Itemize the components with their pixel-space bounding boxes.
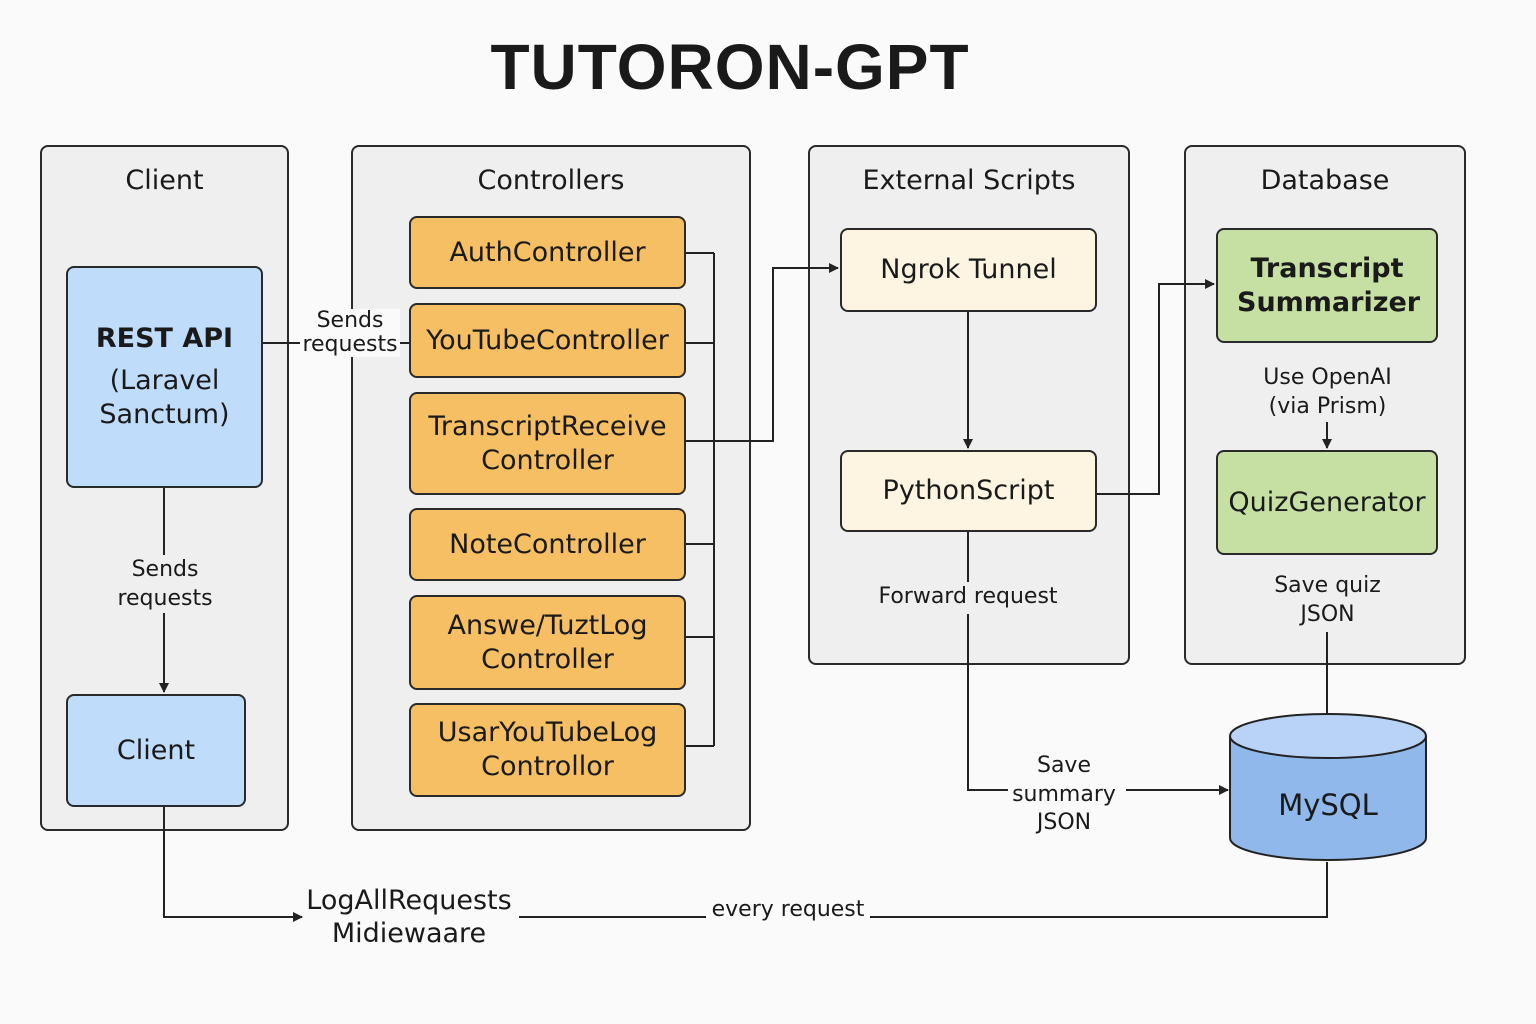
save-summary-label: Save summary JSON	[1008, 752, 1120, 838]
sends-requests-down-label: Sends requests	[105, 556, 225, 614]
quiz-generator-box: QuizGenerator	[1216, 450, 1438, 555]
controllers-panel-title: Controllers	[477, 165, 625, 196]
python-script-box: PythonScript	[840, 450, 1097, 532]
answer-log-controller: Answe/TuztLog Controller	[409, 595, 686, 690]
user-youtube-log-controller: UsarYouTubeLog Controllor	[409, 703, 686, 797]
controller-label: TranscriptReceive Controller	[428, 410, 667, 476]
controller-label: UsarYouTubeLog Controllor	[437, 717, 658, 782]
save-quiz-label: Save quiz JSON	[1265, 572, 1390, 630]
transcript-summarizer-label: Transcript Summarizer	[1237, 252, 1421, 318]
connector-line	[967, 614, 1010, 791]
database-panel-title: Database	[1260, 165, 1390, 196]
note-controller: NoteController	[409, 508, 686, 581]
transcript-receive-controller: TranscriptReceive Controller	[409, 392, 686, 495]
python-script-label: PythonScript	[882, 475, 1055, 507]
connector-line	[870, 862, 1328, 918]
external-scripts-panel-title: External Scripts	[862, 165, 1076, 196]
auth-controller: AuthController	[409, 216, 686, 289]
mysql-label: MySQL	[1278, 788, 1378, 822]
use-openai-label: Use OpenAI (via Prism)	[1245, 364, 1410, 422]
controller-label: NoteController	[449, 528, 646, 560]
ngrok-tunnel-label: Ngrok Tunnel	[880, 254, 1057, 286]
forward-request-label: Forward request	[868, 583, 1068, 612]
client-box-label: Client	[116, 734, 196, 766]
rest-api-box: REST API (Laravel Sanctum)	[66, 266, 263, 488]
connector-arrow	[1097, 279, 1215, 495]
client-box: Client	[66, 694, 246, 807]
controller-label: Answe/TuztLog Controller	[447, 609, 648, 675]
mysql-cylinder	[1229, 713, 1427, 861]
rest-api-subtitle: (Laravel Sanctum)	[99, 365, 230, 430]
connector-arrow	[686, 263, 839, 442]
ngrok-tunnel-box: Ngrok Tunnel	[840, 228, 1097, 312]
quiz-generator-label: QuizGenerator	[1228, 486, 1426, 518]
transcript-summarizer-box: Transcript Summarizer	[1216, 228, 1438, 343]
connector-arrow	[163, 806, 303, 922]
sends-requests-right-label: Sends requests	[300, 308, 400, 358]
youtube-controller: YouTubeController	[409, 303, 686, 378]
every-request-label: every request	[706, 896, 870, 925]
controller-label: AuthController	[449, 236, 646, 268]
middleware-label: LogAllRequests Midiewaare	[306, 885, 512, 949]
diagram-title: TUTORON-GPT	[490, 31, 970, 103]
rest-api-title: REST API	[95, 323, 234, 355]
controller-label: YouTubeController	[426, 324, 669, 356]
client-panel-title: Client	[125, 165, 204, 196]
